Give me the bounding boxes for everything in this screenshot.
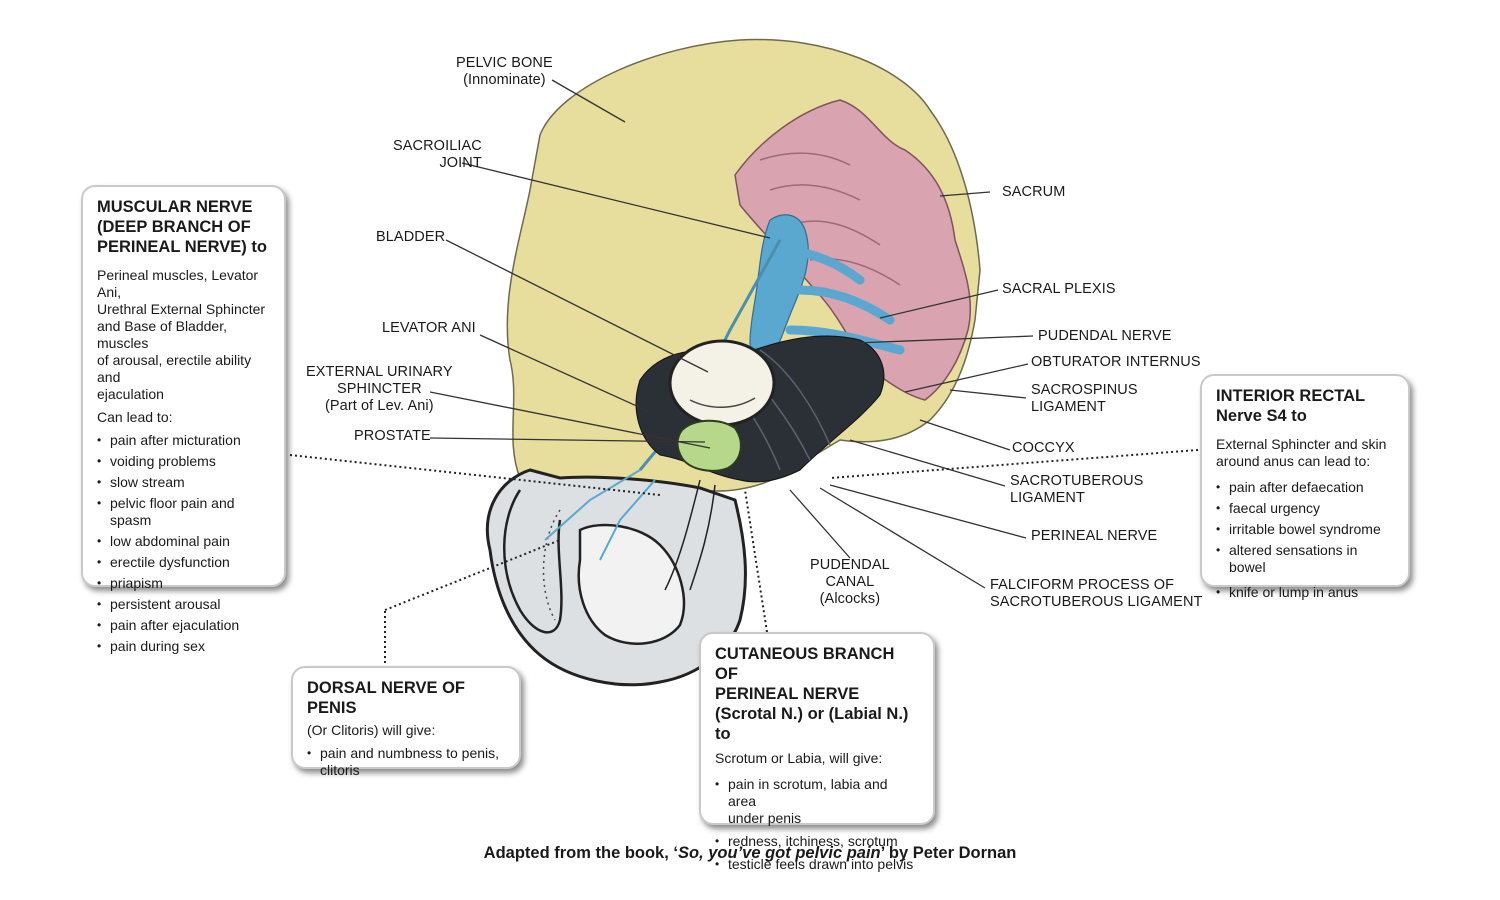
muscular-nerve-lead: Can lead to:: [97, 409, 173, 425]
prostate-shape: [676, 419, 742, 472]
list-item: faecal urgency: [1216, 500, 1394, 517]
list-item: redness, itchiness, scrotum: [715, 833, 919, 850]
label-levator-ani: LEVATOR ANI: [382, 320, 476, 336]
label-coccyx: COCCYX: [1012, 440, 1075, 456]
dorsal-nerve-list: pain and numbness to penis,clitoris: [307, 745, 505, 779]
list-item: voiding problems: [97, 453, 270, 470]
muscular-nerve-intro: Perineal muscles, Levator Ani,Urethral E…: [97, 267, 266, 402]
list-item: pain after defaecation: [1216, 479, 1394, 496]
label-sacral-plexis: SACRAL PLEXIS: [1002, 281, 1116, 297]
list-item: persistent arousal: [97, 596, 270, 613]
bladder-shape: [668, 339, 776, 427]
label-pelvic-bone: PELVIC BONE(Innominate): [456, 55, 553, 88]
label-obturator-internus: OBTURATOR INTERNUS: [1031, 354, 1201, 370]
interior-rectal-list: pain after defaecation faecal urgency ir…: [1216, 479, 1394, 601]
list-item: pain after micturation: [97, 432, 270, 449]
list-item: low abdominal pain: [97, 533, 270, 550]
dorsal-nerve-intro: (Or Clitoris) will give:: [307, 722, 436, 738]
list-item: knife or lump in anus: [1216, 584, 1394, 601]
dorsal-nerve-title: DORSAL NERVE OF PENIS: [307, 679, 465, 717]
cutaneous-branch-intro: Scrotum or Labia, will give:: [715, 750, 883, 766]
list-item: slow stream: [97, 474, 270, 491]
source-caption: Adapted from the book, ‘So, you’ve got p…: [483, 844, 1017, 862]
list-item: testicle feels drawn into pelvis: [715, 856, 919, 873]
label-sacrum: SACRUM: [1002, 184, 1066, 200]
muscular-nerve-list: pain after micturation voiding problems …: [97, 432, 270, 655]
list-item: pain and numbness to penis,clitoris: [307, 745, 505, 779]
label-bladder: BLADDER: [376, 229, 446, 245]
list-item: irritable bowel syndrome: [1216, 521, 1394, 538]
list-item: erectile dysfunction: [97, 554, 270, 571]
label-pudendal-nerve: PUDENDAL NERVE: [1038, 328, 1172, 344]
list-item: pelvic floor pain and spasm: [97, 495, 270, 529]
label-prostate: PROSTATE: [354, 428, 431, 444]
list-item: pain during sex: [97, 638, 270, 655]
list-item: pain after ejaculation: [97, 617, 270, 634]
label-perineal-nerve: PERINEAL NERVE: [1031, 528, 1158, 544]
list-item: priapism: [97, 575, 270, 592]
sacrum-shape: [734, 99, 972, 401]
dorsal-nerve-box: DORSAL NERVE OF PENIS (Or Clitoris) will…: [291, 666, 521, 778]
list-item: altered sensations in bowel: [1216, 542, 1394, 576]
